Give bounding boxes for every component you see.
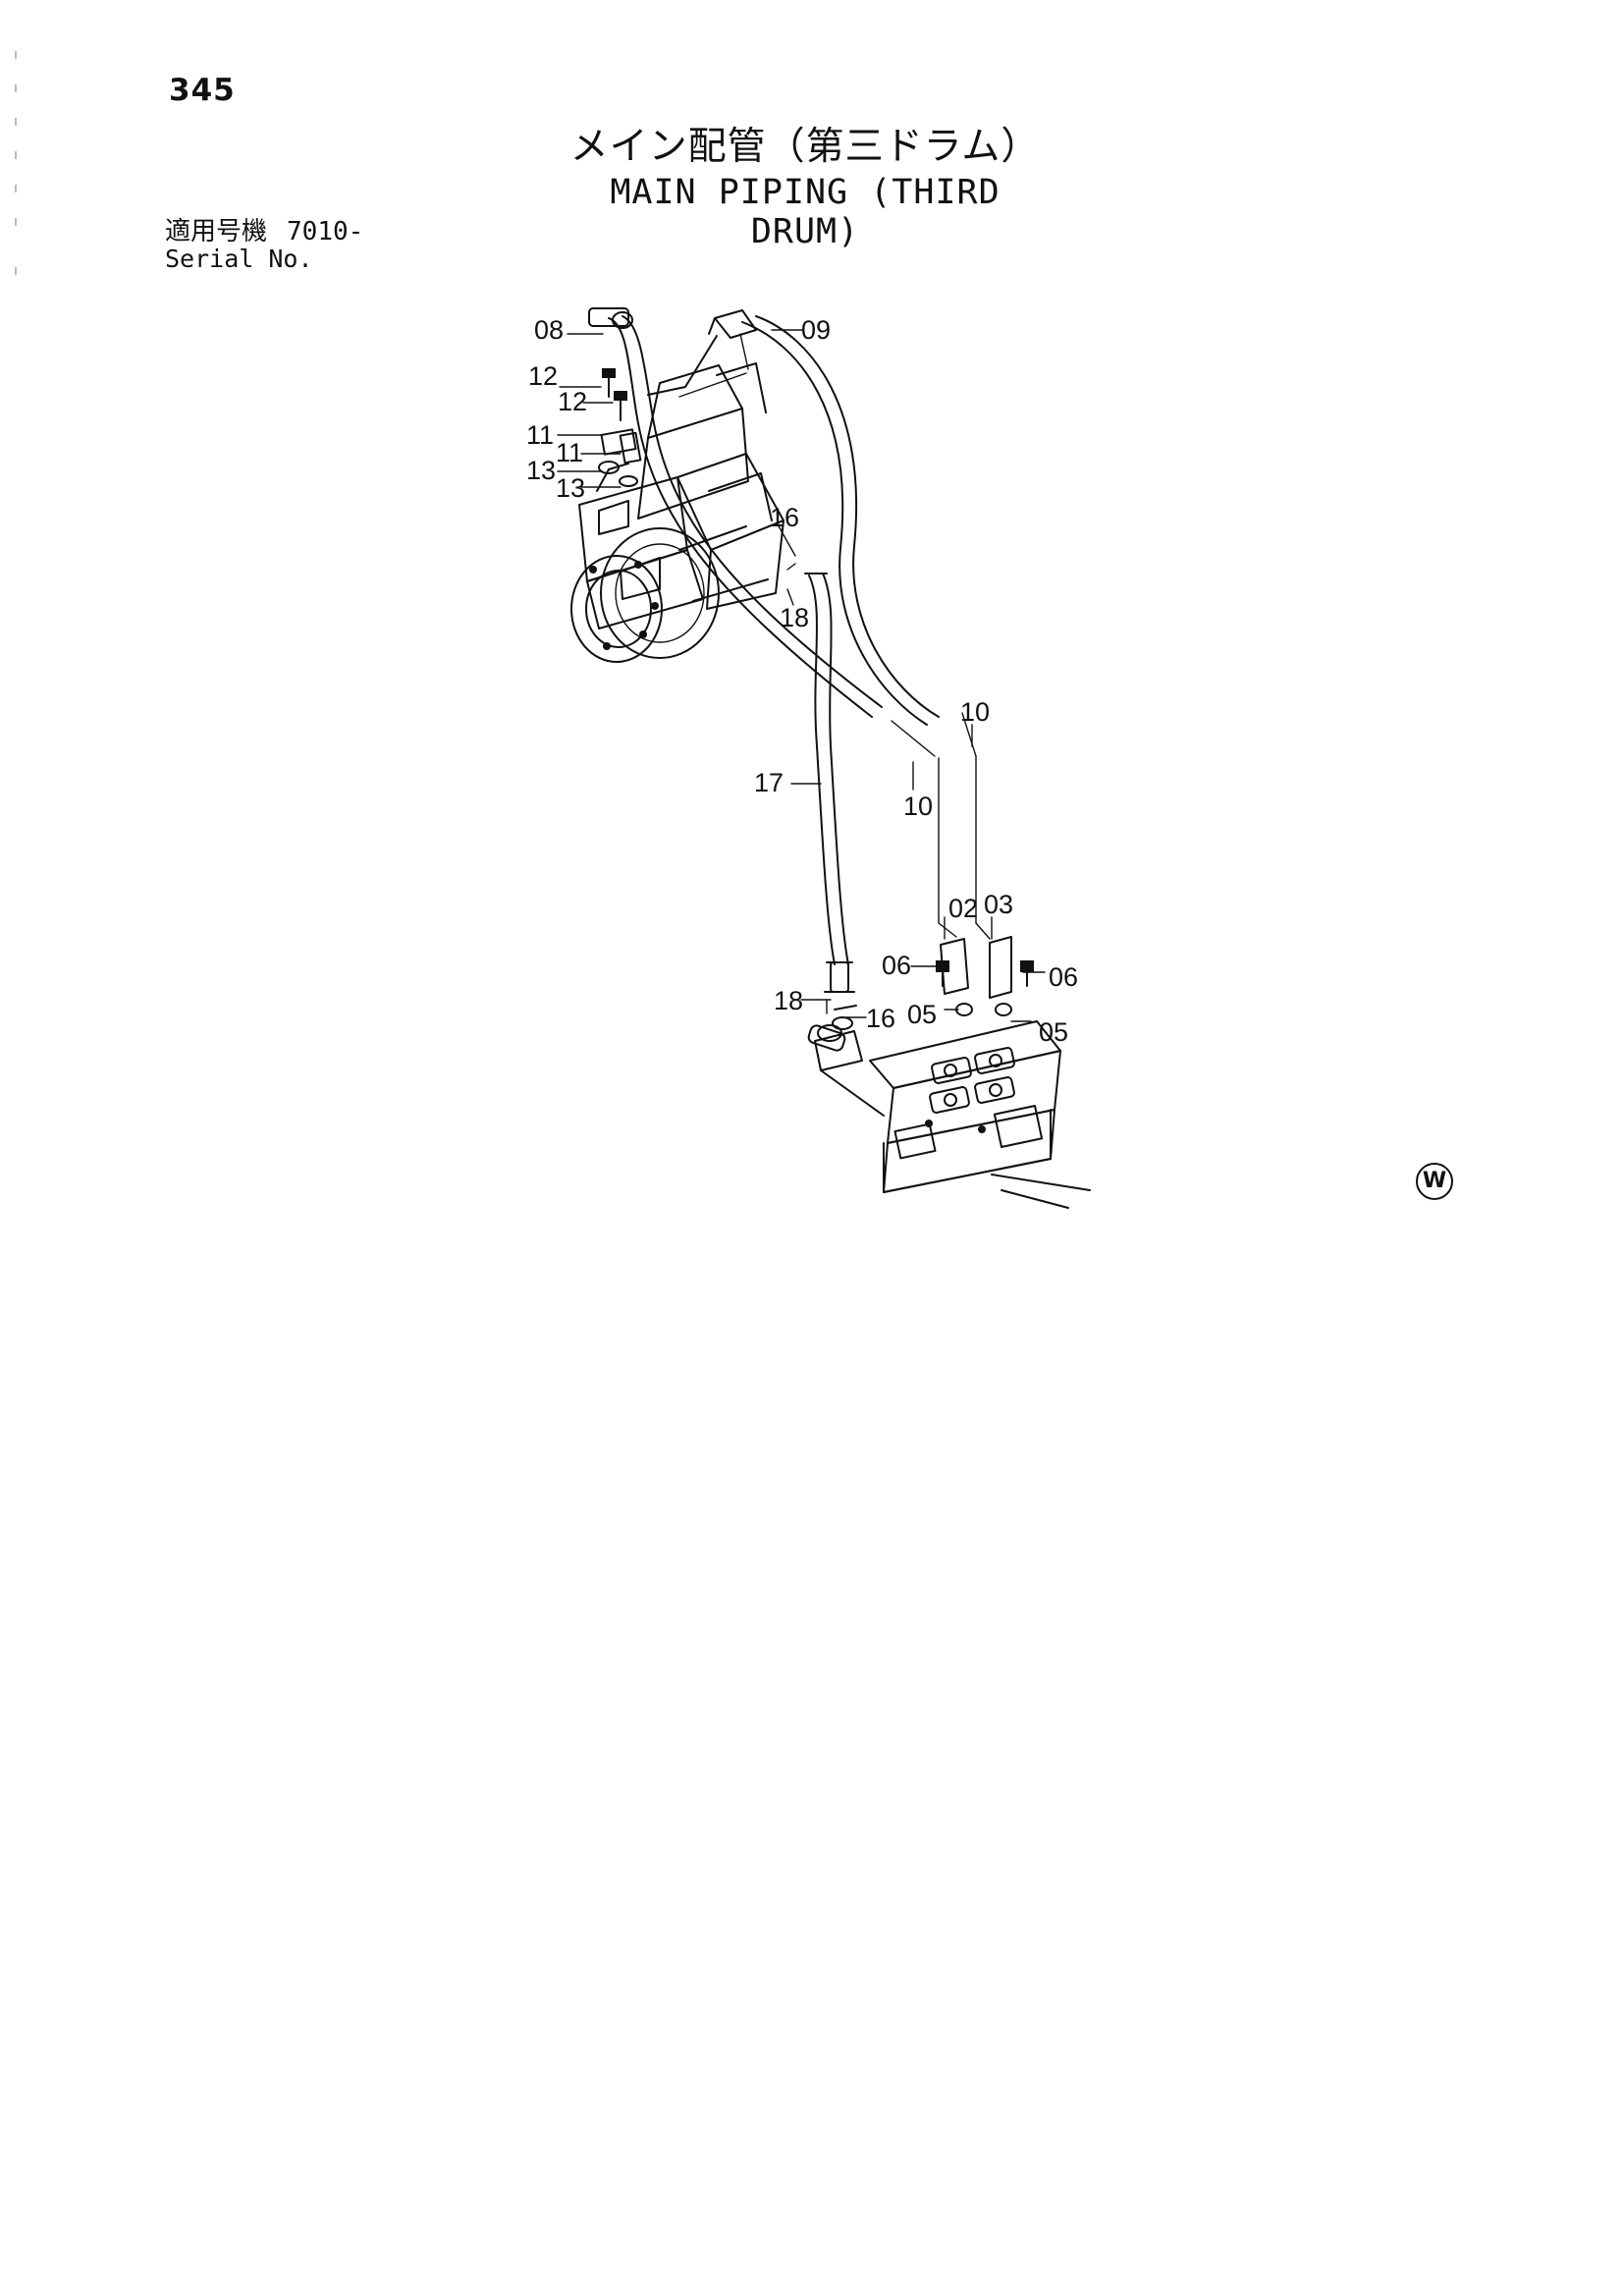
callout-06b: 06 <box>1049 962 1078 992</box>
hose-assembly-09 <box>647 309 940 726</box>
callout-10a: 10 <box>960 697 990 727</box>
w-mark-icon: W <box>1416 1163 1453 1200</box>
callout-09: 09 <box>801 315 831 345</box>
callout-13a: 13 <box>526 456 556 485</box>
flange-fittings <box>598 368 642 487</box>
callout-13b: 13 <box>556 473 585 503</box>
callout-17: 17 <box>754 768 784 797</box>
title-english: MAIN PIPING (THIRD DRUM) <box>610 173 1001 251</box>
callout-02: 02 <box>948 894 978 923</box>
callout-16b: 16 <box>866 1004 895 1033</box>
serial-label-japanese: 適用号機 <box>165 217 268 246</box>
connection-lines <box>739 333 991 1014</box>
callout-08: 08 <box>534 315 564 345</box>
callout-05b: 05 <box>1039 1017 1068 1047</box>
serial-block: 適用号機 7010- Serial No. <box>165 218 363 273</box>
callout-11a: 11 <box>526 420 554 450</box>
callout-10b: 10 <box>903 792 933 821</box>
page-edge-marks <box>15 51 17 275</box>
serial-value: 7010- <box>287 217 364 246</box>
hose-assembly-17 <box>804 573 855 993</box>
serial-label-english: Serial No. <box>165 245 313 273</box>
lower-fittings <box>807 936 1034 1052</box>
callout-06a: 06 <box>882 951 911 980</box>
serial-row: 適用号機 7010- <box>165 218 363 246</box>
pump-block-lower <box>814 1020 1091 1209</box>
callout-03: 03 <box>984 890 1013 919</box>
callout-18a: 18 <box>780 603 809 632</box>
callout-05a: 05 <box>907 1000 937 1029</box>
callout-18b: 18 <box>774 986 803 1015</box>
winch-motor-assembly <box>570 362 784 663</box>
page-number: 345 <box>169 73 236 108</box>
callout-11b: 11 <box>556 438 583 467</box>
hose-assembly-08 <box>588 307 883 718</box>
title-japanese: メイン配管（第三ドラム） <box>569 125 1041 169</box>
callout-16a: 16 <box>770 503 799 532</box>
leader-lines <box>557 329 1046 1022</box>
callout-12a: 12 <box>528 361 558 391</box>
callout-labels: 08 09 12 12 11 11 13 13 16 18 17 10 10 0… <box>526 315 1078 1047</box>
title-block: メイン配管（第三ドラム） MAIN PIPING (THIRD DRUM) <box>550 124 1060 251</box>
callout-12b: 12 <box>558 387 587 416</box>
